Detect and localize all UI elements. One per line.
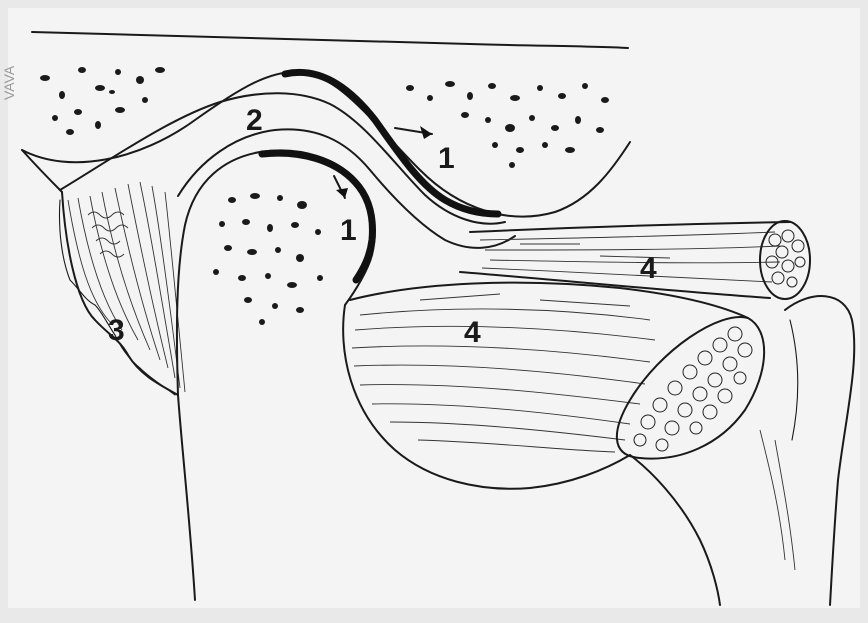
label-1-fossa: 1: [438, 142, 455, 175]
label-4-lower-muscle: 4: [464, 316, 481, 349]
label-4-upper-muscle: 4: [640, 252, 657, 285]
label-3-retrodiscal: 3: [108, 314, 125, 347]
drawing-area: [8, 8, 860, 608]
label-1-condyle: 1: [340, 214, 357, 247]
corner-mark: VAVA: [1, 65, 17, 100]
label-2-disc: 2: [246, 104, 263, 137]
